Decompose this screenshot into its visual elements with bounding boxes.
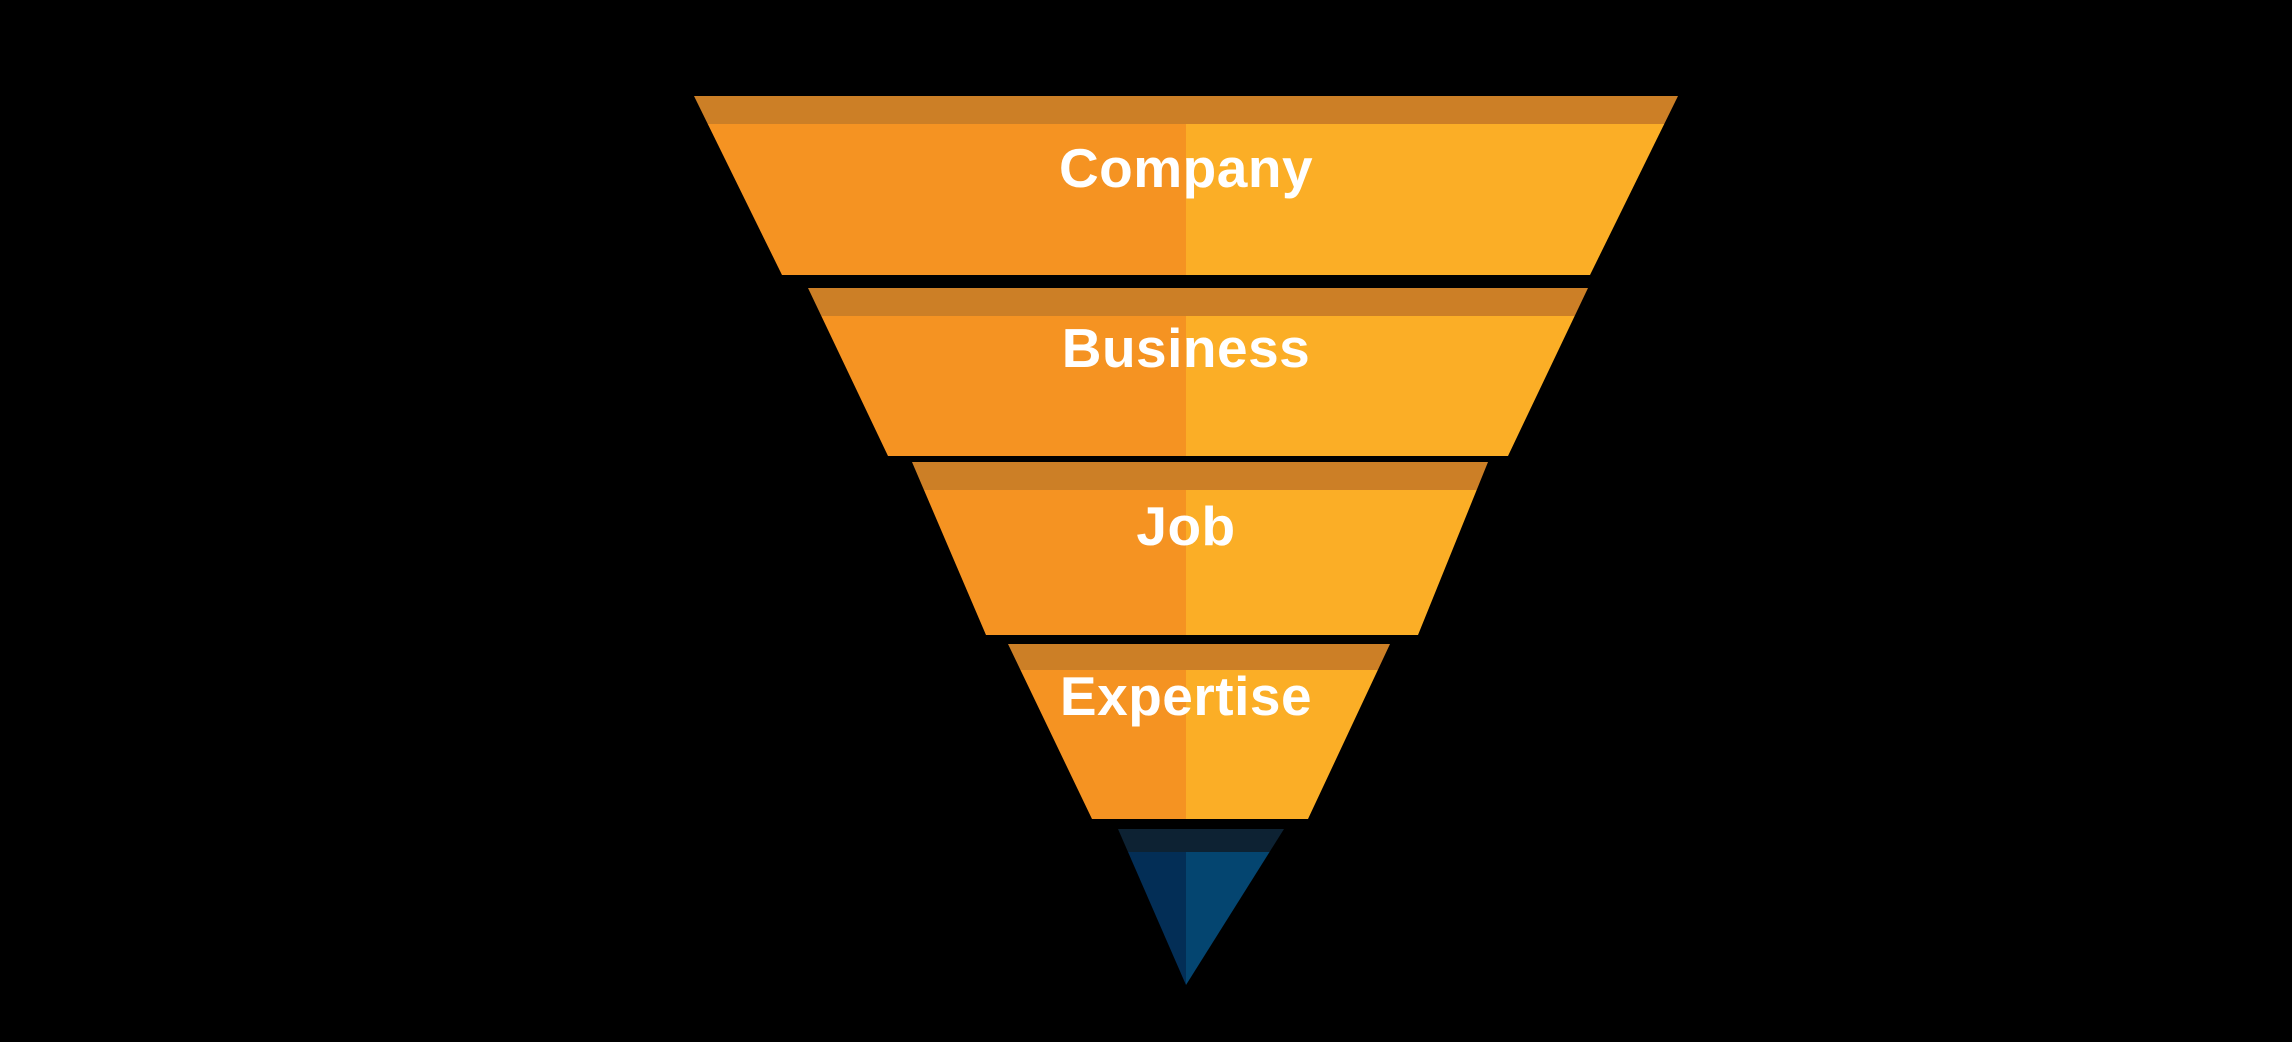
stage-tip-body-right — [1186, 852, 1270, 985]
stage-expertise-cap — [1008, 644, 1390, 670]
stage-business-body-left — [821, 316, 1186, 456]
stage-tip-body-left — [1128, 852, 1186, 985]
stage-company-cap — [694, 96, 1678, 124]
stage-job-cap — [912, 462, 1488, 490]
stage-business-cap — [808, 288, 1588, 316]
stage-company-body-left — [707, 124, 1186, 275]
stage-company-body-right — [1186, 124, 1665, 275]
stage-business-body-right — [1186, 316, 1575, 456]
stage-job-body-right — [1186, 490, 1477, 635]
funnel-stage-group — [694, 96, 1678, 985]
stage-expertise-body-left — [1020, 670, 1186, 819]
stage-job-body-left — [923, 490, 1186, 635]
stage-tip-cap — [1118, 829, 1284, 852]
stage-expertise-body-right — [1186, 670, 1378, 819]
